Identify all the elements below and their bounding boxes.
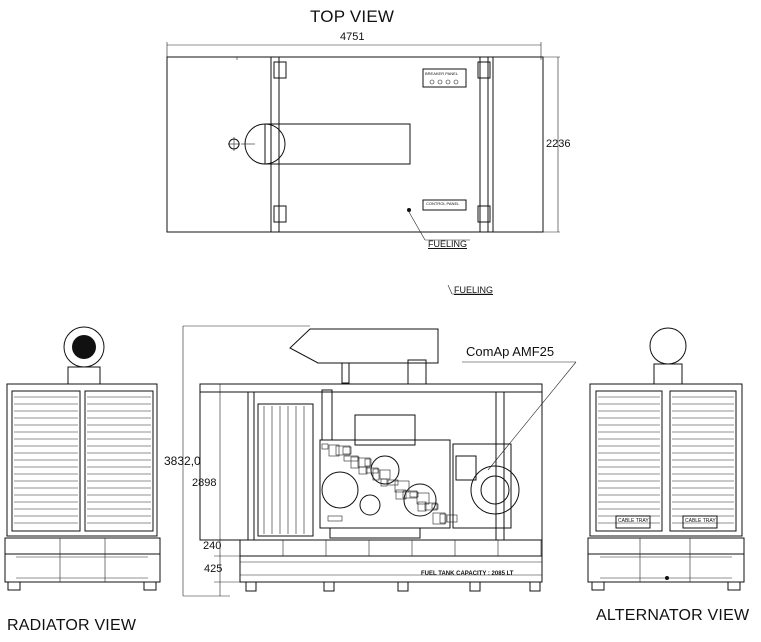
fueling-label-top: FUELING	[428, 239, 468, 249]
base-frame-ribs	[282, 540, 542, 556]
skid-feet	[245, 581, 541, 592]
radiator-view-title: RADIATOR VIEW	[7, 617, 137, 634]
cable-tray-label-1: CABLE TRAY	[618, 518, 649, 524]
louver-grille	[14, 396, 151, 524]
alternator-view	[587, 327, 745, 591]
louver-grille	[598, 396, 734, 524]
alternator-view-title: ALTERNATOR VIEW	[596, 607, 750, 624]
tank-height-dimension: 425	[204, 563, 223, 575]
side-view	[182, 325, 577, 597]
top-width-dimension: 2236	[546, 138, 571, 150]
base-height-dimension: 240	[203, 540, 222, 552]
engine-block	[319, 389, 458, 539]
controller-callout: ComAp AMF25	[466, 344, 555, 359]
fueling-leader	[447, 284, 453, 295]
overall-height-dimension: 3832,0	[164, 454, 201, 468]
top-length-dimension: 4751	[340, 31, 365, 43]
body-height-dimension: 2898	[192, 477, 217, 489]
top-view	[166, 42, 560, 241]
radiator-view	[4, 326, 161, 591]
top-view-title: TOP VIEW	[310, 7, 395, 26]
fueling-label-2: FUELING	[454, 285, 494, 295]
control-panel-label: CONTROL PANEL	[426, 201, 460, 206]
breaker-panel-label: BREAKER PANEL	[425, 71, 459, 76]
fuel-tank-label: FUEL TANK CAPACITY : 2085 LT	[421, 571, 514, 577]
cable-tray-label-2: CABLE TRAY	[685, 518, 716, 524]
radiator-core	[263, 406, 305, 534]
